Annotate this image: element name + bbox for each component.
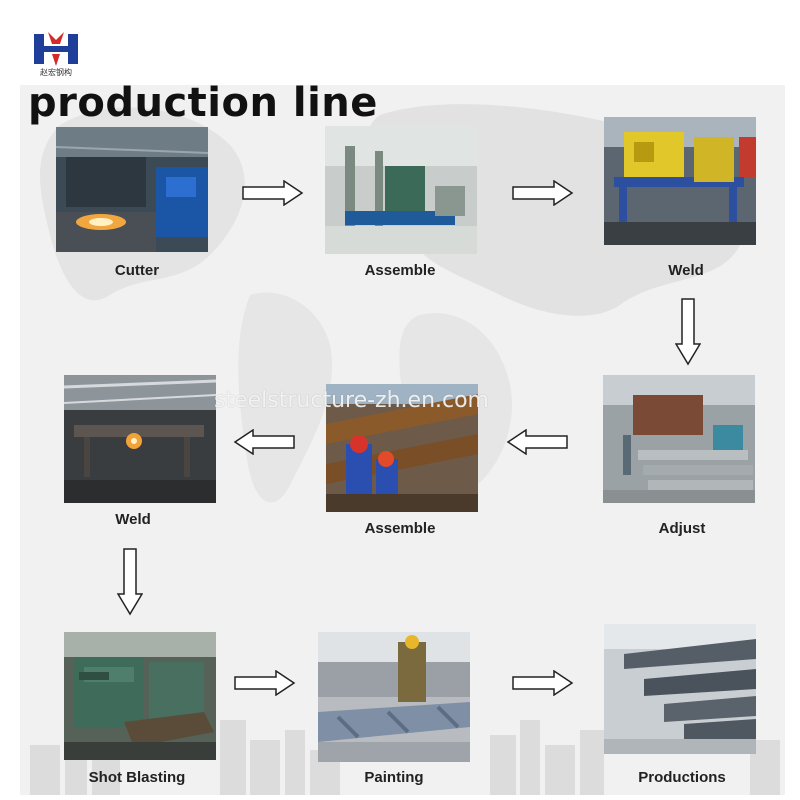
photo-weld-2 [64,375,216,503]
step-label-assemble-1: Assemble [364,262,436,279]
step-label-weld-2: Weld [115,511,151,528]
arrow-right-icon [512,670,574,696]
step-label-weld-1: Weld [668,262,704,279]
city-skyline-background [30,720,780,795]
logo-mark-icon [34,32,78,66]
photo-assemble-1 [325,126,477,254]
arrow-right-icon [512,180,574,206]
arrow-left-icon [233,429,295,455]
step-label-adjust: Adjust [658,520,706,537]
arrow-left-icon [506,429,568,455]
arrow-down-icon [675,298,701,366]
step-label-productions: Productions [638,769,726,786]
company-logo: 赵宏钢构 [30,30,82,80]
photo-adjust [603,375,755,503]
photo-cutter [56,127,208,252]
photo-painting [318,632,470,762]
step-label-shot-blasting: Shot Blasting [88,769,186,786]
photo-assemble-2 [326,384,478,512]
watermark-text: steelstructure-zh.en.com [214,388,489,413]
photo-weld-1 [604,117,756,245]
logo-caption: 赵宏钢构 [40,68,72,77]
page-title: production line [28,80,378,126]
arrow-down-icon [117,548,143,616]
arrow-right-icon [234,670,296,696]
step-label-assemble-2: Assemble [364,520,436,537]
photo-productions [604,624,756,754]
step-label-cutter: Cutter [114,262,160,279]
step-label-painting: Painting [364,769,424,786]
arrow-right-icon [242,180,304,206]
photo-shot-blasting [64,632,216,760]
